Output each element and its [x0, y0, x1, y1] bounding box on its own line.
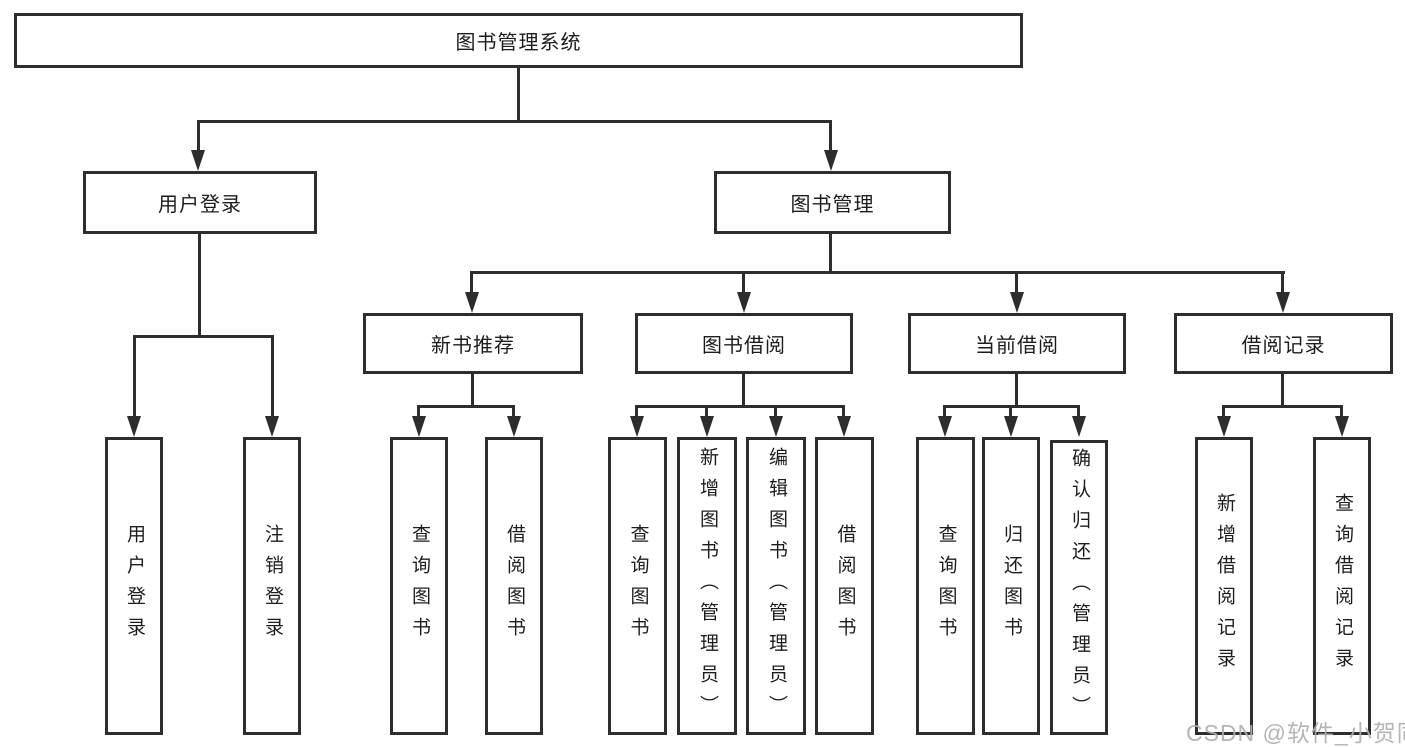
connector-arrowhead — [1010, 292, 1024, 313]
leaf-newbook-query-books: 查询图书 — [390, 437, 448, 735]
connector-line — [829, 234, 832, 271]
connector-arrowhead — [507, 416, 521, 437]
connector-line — [945, 405, 1079, 408]
connector-line — [198, 234, 201, 335]
connector-line — [471, 374, 474, 405]
connector-line — [1015, 271, 1018, 295]
leaf-newbook-borrow-books: 借阅图书 — [485, 437, 543, 735]
connector-line — [637, 405, 844, 408]
connector-arrowhead — [700, 416, 714, 437]
leaf-borrow-query-books: 查询图书 — [608, 437, 667, 735]
connector-line — [742, 374, 745, 405]
connector-line — [774, 405, 777, 418]
connector-arrowhead — [630, 416, 644, 437]
connector-arrowhead — [1004, 416, 1018, 437]
connector-line — [842, 405, 845, 418]
connector-line — [417, 405, 420, 418]
connector-arrowhead — [1276, 292, 1290, 313]
connector-line — [635, 405, 638, 418]
leaf-borrow-borrow-books: 借阅图书 — [815, 437, 874, 735]
connector-line — [943, 405, 946, 418]
connector-arrowhead — [465, 292, 479, 313]
connector-line — [1077, 405, 1080, 418]
watermark: CSDN @软件_小贺同学 — [1186, 720, 1405, 746]
connector-arrowhead — [737, 292, 751, 313]
connector-arrowhead — [265, 416, 279, 437]
connector-arrowhead — [412, 416, 426, 437]
connector-line — [470, 271, 473, 295]
connector-line — [517, 68, 520, 120]
leaf-current-return-books: 归还图书 — [982, 437, 1040, 735]
connector-line — [829, 120, 832, 152]
connector-arrowhead — [1217, 416, 1231, 437]
connector-line — [1015, 374, 1018, 405]
connector-line — [1222, 405, 1225, 418]
leaf-user-login: 用户登录 — [105, 437, 163, 735]
node-library-system: 图书管理系统 — [14, 13, 1023, 68]
leaf-records-add-record: 新增借阅记录 — [1195, 437, 1253, 735]
connector-arrowhead — [127, 416, 141, 437]
node-book-management: 图书管理 — [714, 171, 951, 234]
connector-line — [198, 120, 831, 123]
connector-line — [742, 271, 745, 295]
node-current-borrowing: 当前借阅 — [908, 313, 1126, 374]
connector-line — [1281, 374, 1284, 405]
connector-arrowhead — [837, 416, 851, 437]
leaf-current-query-books: 查询图书 — [916, 437, 975, 735]
connector-line — [705, 405, 708, 418]
connector-arrowhead — [938, 416, 952, 437]
leaf-borrow-edit-books-admin: 编辑图书（管理员） — [746, 437, 806, 735]
connector-line — [1224, 405, 1342, 408]
leaf-logout: 注销登录 — [243, 437, 301, 735]
node-new-book-recommendation: 新书推荐 — [363, 313, 583, 374]
connector-line — [1281, 271, 1284, 295]
connector-line — [512, 405, 515, 418]
leaf-current-confirm-return-admin: 确认归还（管理员） — [1050, 440, 1108, 735]
connector-arrowhead — [769, 416, 783, 437]
connector-line — [1340, 405, 1343, 418]
leaf-records-query-record: 查询借阅记录 — [1313, 437, 1371, 735]
connector-line — [1009, 405, 1012, 418]
connector-line — [134, 335, 273, 338]
node-book-borrowing: 图书借阅 — [635, 313, 853, 374]
connector-line — [419, 405, 514, 408]
connector-line — [472, 271, 1285, 274]
node-user-login: 用户登录 — [83, 171, 317, 234]
connector-arrowhead — [1335, 416, 1349, 437]
connector-line — [133, 335, 136, 417]
node-borrowing-records: 借阅记录 — [1174, 313, 1393, 374]
connector-arrowhead — [824, 150, 838, 171]
connector-arrowhead — [191, 150, 205, 171]
connector-line — [197, 120, 200, 152]
connector-line — [271, 335, 274, 417]
connector-arrowhead — [1072, 416, 1086, 437]
leaf-borrow-add-books-admin: 新增图书（管理员） — [677, 437, 737, 735]
